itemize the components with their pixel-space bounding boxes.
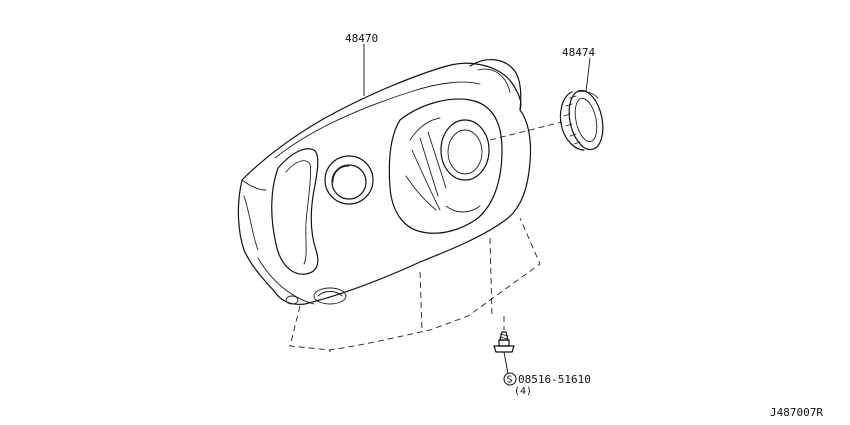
- screw-label: S 08516-51610 (4): [503, 372, 591, 397]
- screw-symbol: S: [507, 375, 513, 386]
- screw-part: [493, 316, 515, 353]
- leader-lines: [363, 44, 591, 375]
- steering-column-cover: [237, 59, 532, 305]
- diagram-id: J487007R: [770, 406, 823, 419]
- screw-symbol-circle: [503, 372, 517, 386]
- screw-part-number: 08516-51610: [518, 373, 591, 386]
- screw-quantity: (4): [514, 386, 532, 397]
- cover-part-label: 48470: [345, 32, 378, 45]
- phantom-column-outline: [289, 217, 541, 352]
- cap-part: [559, 89, 604, 151]
- cap-connector-line: [489, 121, 563, 141]
- cap-part-label: 48474: [562, 46, 595, 59]
